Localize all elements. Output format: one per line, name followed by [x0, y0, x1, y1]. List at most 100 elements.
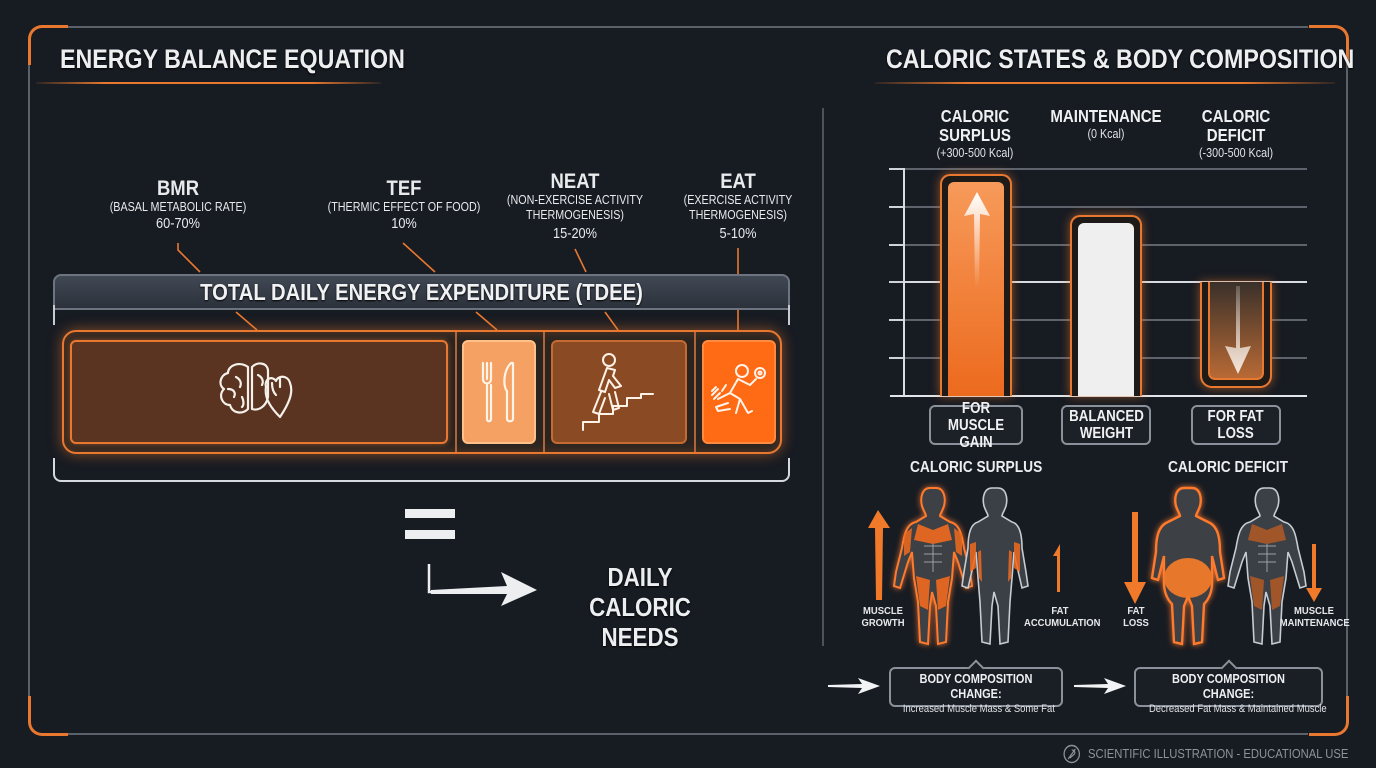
neat-segment	[551, 340, 687, 444]
label-line-1: FAT	[1127, 605, 1145, 617]
tef-label: TEF (THERMIC EFFECT OF FOOD) 10%	[294, 178, 514, 234]
eat-percent: 5-10%	[719, 226, 757, 242]
eat-name: EAT	[720, 170, 756, 193]
arrow-down-icon	[1225, 286, 1251, 374]
y-tick	[889, 168, 904, 170]
composition-desc: Decreased Fat Mass & Maintained Muscle	[1148, 703, 1327, 715]
tdee-header: TOTAL DAILY ENERGY EXPENDITURE (TDEE)	[53, 274, 790, 310]
frame-corner-tl	[28, 25, 68, 65]
footer: SCIENTIFIC ILLUSTRATION - EDUCATIONAL US…	[1062, 744, 1348, 764]
brain-heart-icon	[219, 362, 293, 419]
eat-description-1: (EXERCISE ACTIVITY	[683, 193, 793, 207]
tdee-bracket-bottom	[53, 458, 790, 482]
tag-line-1: FOR MUSCLE	[947, 399, 1005, 434]
tag-line-2: GAIN	[959, 433, 993, 451]
fat-accumulation-arrow-icon	[1053, 544, 1060, 592]
result-line-1: DAILY CALORIC	[589, 562, 691, 622]
frame-corner-bl	[28, 696, 68, 736]
arrow-up-icon	[964, 192, 990, 288]
deficit-name-1: CALORIC	[1201, 106, 1271, 126]
tef-description: (THERMIC EFFECT OF FOOD)	[327, 200, 481, 214]
label-line-1: MUSCLE	[1294, 605, 1334, 617]
segment-divider	[543, 332, 545, 452]
maintenance-bar	[1070, 215, 1142, 396]
y-tick	[889, 281, 904, 283]
neat-percent: 15-20%	[553, 226, 597, 242]
frame-top	[66, 26, 1308, 28]
label-line-2: LOSS	[1123, 617, 1149, 629]
surplus-state-label: CALORIC SURPLUS (+300-500 Kcal)	[900, 107, 1050, 161]
surplus-body-figures	[868, 487, 1060, 646]
tag-line-1: BALANCED	[1068, 408, 1144, 425]
surplus-name-2: SURPLUS	[939, 125, 1011, 145]
label-line-1: MUSCLE	[863, 605, 903, 617]
result-arrow-icon	[427, 564, 537, 606]
surplus-composition-box: BODY COMPOSITION CHANGE: Increased Muscl…	[889, 659, 1063, 715]
surplus-name-1: CALORIC	[940, 106, 1010, 126]
tef-percent: 10%	[391, 216, 417, 232]
segment-divider	[694, 332, 696, 452]
eat-label: EAT (EXERCISE ACTIVITY THERMOGENESIS) 5-…	[628, 171, 848, 244]
eat-segment	[702, 340, 776, 444]
muscle-maintenance-label: MUSCLE MAINTENANCE	[1279, 605, 1350, 629]
maintenance-value: (0 Kcal)	[1087, 127, 1125, 141]
fat-accumulation-label: FAT ACCUMULATION	[1024, 605, 1100, 629]
bracket-right-top	[788, 305, 790, 325]
composition-desc: Increased Muscle Mass & Some Fat	[902, 703, 1055, 715]
running-exercise-icon	[711, 364, 766, 414]
frame-corner-br	[1309, 696, 1349, 736]
composition-title: BODY COMPOSITION CHANGE:	[919, 672, 1033, 701]
y-tick	[889, 244, 904, 246]
title-underline	[875, 82, 1335, 84]
title-underline	[36, 82, 381, 84]
surplus-bar	[940, 174, 1012, 396]
muscle-growth-label: MUSCLE GROWTH	[861, 605, 906, 629]
fork-knife-icon	[481, 361, 515, 423]
tef-segment	[462, 340, 536, 444]
label-line-2: MAINTENANCE	[1279, 617, 1350, 629]
bracket-left-top	[53, 305, 55, 325]
tdee-label: TOTAL DAILY ENERGY EXPENDITURE (TDEE)	[200, 278, 643, 305]
result-line-2: NEEDS	[601, 622, 679, 652]
neat-description-2: THERMOGENESIS)	[526, 208, 624, 222]
fat-loss-label: FAT LOSS	[1118, 605, 1154, 629]
frame-right	[1346, 64, 1348, 696]
arrow-right-icon	[828, 678, 880, 694]
neat-name: NEAT	[550, 170, 600, 193]
equals-sign-bottom	[405, 530, 455, 539]
deficit-body-figures	[1124, 486, 1322, 646]
eat-description-2: THERMOGENESIS)	[689, 208, 787, 222]
tag-line-1: FOR FAT	[1207, 408, 1265, 425]
frame-left	[28, 64, 30, 696]
tef-name: TEF	[386, 177, 422, 200]
bmr-label: BMR (BASAL METABOLIC RATE) 60-70%	[68, 178, 288, 234]
footer-text: SCIENTIFIC ILLUSTRATION - EDUCATIONAL US…	[1087, 747, 1348, 761]
tag-line-2: WEIGHT	[1079, 425, 1133, 442]
maintenance-bar-fill	[1078, 223, 1134, 396]
deficit-bar	[1200, 282, 1272, 388]
neat-label: NEAT (NON-EXERCISE ACTIVITY THERMOGENESI…	[465, 171, 685, 244]
segment-divider	[455, 332, 457, 452]
caloric-states-title: CALORIC STATES & BODY COMPOSITION	[886, 44, 1355, 74]
muscle-growth-arrow-icon	[868, 510, 890, 600]
neat-description-1: (NON-EXERCISE ACTIVITY	[506, 193, 644, 207]
energy-balance-title: ENERGY BALANCE EQUATION	[60, 44, 405, 74]
label-line-1: FAT	[1051, 605, 1069, 617]
gridline	[890, 168, 1307, 170]
frame-bottom	[66, 733, 1308, 735]
maintenance-state-label: MAINTENANCE (0 Kcal)	[1031, 107, 1181, 142]
tdee-bar	[62, 330, 782, 454]
surplus-section-title: CALORIC SURPLUS	[910, 459, 1043, 476]
panel-divider	[822, 108, 824, 646]
equals-sign-top	[405, 509, 455, 518]
muscle-maintenance-arrow-icon	[1306, 544, 1322, 602]
y-axis	[903, 168, 905, 396]
y-tick	[889, 319, 904, 321]
stairs-walking-icon	[582, 353, 654, 431]
deficit-value: (-300-500 Kcal)	[1198, 146, 1274, 160]
daily-caloric-needs: DAILY CALORIC NEEDS	[554, 562, 726, 652]
bmr-segment	[70, 340, 448, 444]
